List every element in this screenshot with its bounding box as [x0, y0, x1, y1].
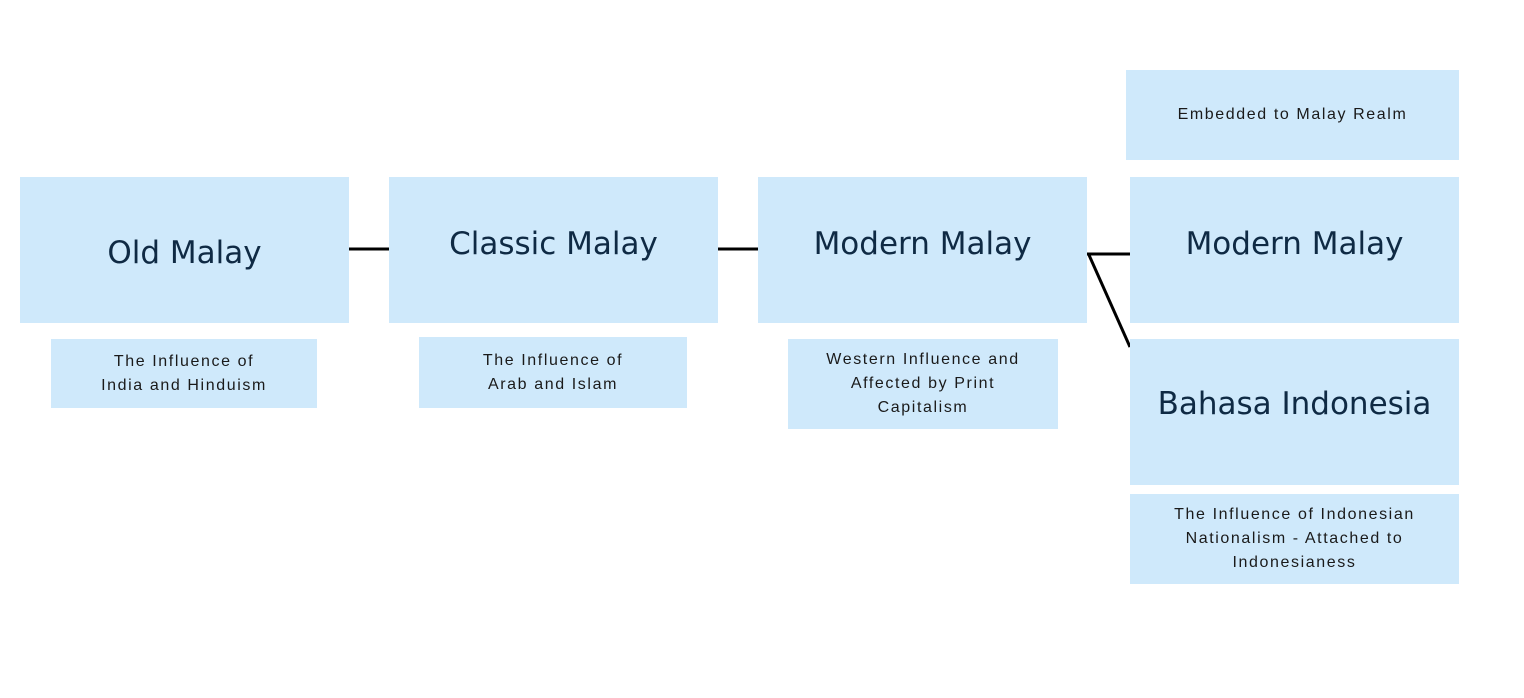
- node-bahasa-indonesia-label: Bahasa Indonesia: [1157, 386, 1432, 422]
- note-bahasa-indonesia-text: The Influence of Indonesian Nationalism …: [1174, 503, 1415, 575]
- node-old-malay-label: Old Malay: [107, 235, 262, 271]
- node-modern-malay-branch[interactable]: Modern Malay: [1130, 177, 1459, 323]
- node-old-malay[interactable]: Old Malay: [20, 177, 349, 323]
- connector-modern-to-bahasa-indonesia: [1087, 254, 1132, 348]
- node-modern-malay-label: Modern Malay: [813, 226, 1032, 262]
- note-modern-malay[interactable]: Western Influence and Affected by Print …: [788, 339, 1058, 429]
- node-bahasa-indonesia[interactable]: Bahasa Indonesia: [1130, 339, 1459, 485]
- node-modern-malay-branch-label: Modern Malay: [1185, 226, 1404, 262]
- note-classic-malay-text: The Influence of Arab and Islam: [483, 349, 623, 397]
- note-modern-malay-text: Western Influence and Affected by Print …: [826, 348, 1019, 420]
- note-old-malay-text: The Influence of India and Hinduism: [101, 350, 267, 398]
- node-classic-malay[interactable]: Classic Malay: [389, 177, 718, 323]
- note-old-malay[interactable]: The Influence of India and Hinduism: [51, 339, 317, 408]
- node-classic-malay-label: Classic Malay: [449, 226, 658, 262]
- note-old-malay-line-1: The Influence of: [113, 352, 255, 370]
- note-modern-malay-line-3: Capitalism: [877, 399, 969, 416]
- note-bahasa-indonesia-line-2: Nationalism - Attached to: [1185, 530, 1404, 547]
- note-bahasa-indonesia[interactable]: The Influence of Indonesian Nationalism …: [1130, 494, 1459, 584]
- note-classic-malay-line-2: Arab and Islam: [487, 375, 618, 393]
- note-modern-malay-branch-text: Embedded to Malay Realm: [1178, 103, 1408, 127]
- note-modern-malay-branch-line-1: Embedded to Malay Realm: [1177, 106, 1408, 123]
- note-classic-malay-line-1: The Influence of: [482, 351, 624, 369]
- note-old-malay-line-2: India and Hinduism: [101, 376, 267, 394]
- note-modern-malay-branch[interactable]: Embedded to Malay Realm: [1126, 70, 1459, 160]
- node-modern-malay[interactable]: Modern Malay: [758, 177, 1087, 323]
- note-classic-malay[interactable]: The Influence of Arab and Islam: [419, 337, 687, 408]
- note-modern-malay-line-1: Western Influence and: [826, 351, 1020, 368]
- note-modern-malay-line-2: Affected by Print: [850, 375, 996, 392]
- note-bahasa-indonesia-line-1: The Influence of Indonesian: [1174, 506, 1415, 523]
- note-bahasa-indonesia-line-3: Indonesianess: [1232, 554, 1357, 571]
